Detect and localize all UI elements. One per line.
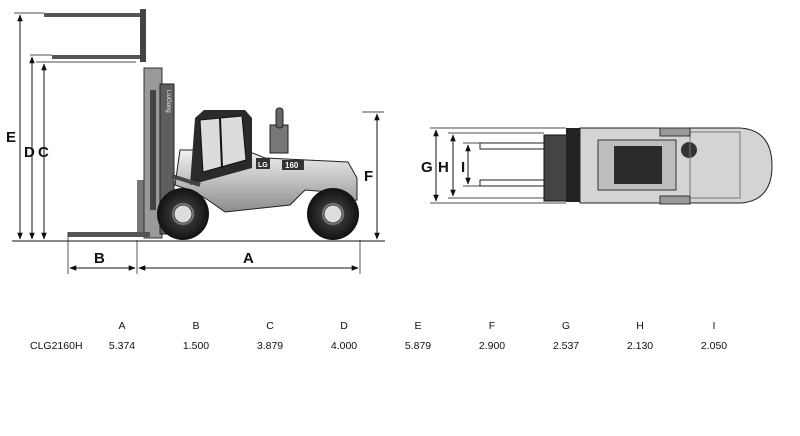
dim-label-d: D: [24, 144, 35, 161]
dim-label-e: E: [6, 129, 16, 146]
spec-value-d: 4.000: [330, 340, 358, 352]
spec-header-row: A B C D E F G H I: [0, 320, 800, 336]
lowered-forks: [68, 232, 150, 237]
spec-value-row: CLG2160H 5.374 1.500 3.879 4.000 5.879 2…: [0, 340, 800, 356]
dim-label-b: B: [94, 250, 105, 267]
spec-value-i: 2.050: [700, 340, 728, 352]
spec-value-f: 2.900: [478, 340, 506, 352]
front-wheel: [157, 188, 209, 240]
raised-forks: [44, 9, 146, 62]
top-fork-upper: [479, 142, 551, 150]
spec-header-c: C: [266, 320, 274, 332]
truck-body: LG 160: [171, 107, 358, 213]
dim-label-i: I: [461, 159, 465, 176]
spec-header-d: D: [340, 320, 348, 332]
spec-value-c: 3.879: [256, 340, 284, 352]
dim-label-h: H: [438, 159, 449, 176]
spec-header-a: A: [118, 320, 126, 332]
spec-header-g: G: [561, 320, 571, 332]
dim-label-g: G: [421, 159, 433, 176]
dim-label-a: A: [243, 250, 254, 267]
top-fork-lower: [479, 179, 551, 187]
spec-header-i: I: [712, 320, 716, 332]
spec-value-e: 5.879: [404, 340, 432, 352]
dim-label-c: C: [38, 144, 49, 161]
mast-brand-text: LiuGong: [165, 90, 171, 113]
spec-value-b: 1.500: [182, 340, 210, 352]
spec-header-b: B: [192, 320, 200, 332]
spec-model-name: CLG2160H: [30, 340, 83, 352]
truck-model-badge: 160: [285, 161, 299, 170]
spec-header-h: H: [636, 320, 644, 332]
truck-logo-text: LG: [258, 162, 268, 169]
dim-label-f: F: [364, 168, 373, 185]
spec-value-g: 2.537: [552, 340, 580, 352]
spec-value-h: 2.130: [626, 340, 654, 352]
spec-header-e: E: [414, 320, 422, 332]
spec-header-f: F: [488, 320, 496, 332]
spec-value-a: 5.374: [108, 340, 136, 352]
rear-wheel: [307, 188, 359, 240]
top-view: G H I: [421, 127, 773, 205]
side-view: LiuGong LG 160: [6, 9, 385, 274]
